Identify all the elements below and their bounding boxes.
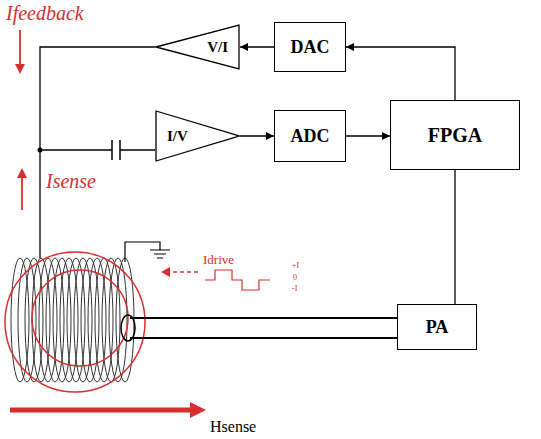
node-label: ADC	[291, 126, 330, 147]
node-label: V/I	[207, 39, 228, 56]
node-label: I/V	[167, 128, 188, 145]
drive-current-arrow	[170, 271, 198, 273]
toroid-core-outer	[5, 252, 145, 392]
sense-current-arrow	[21, 176, 23, 210]
node-label: DAC	[291, 37, 330, 58]
amplifier-symbol: I/V	[155, 110, 240, 162]
capacitor-symbol	[112, 140, 120, 160]
process-box: PA	[397, 304, 477, 350]
coil-winding	[11, 258, 134, 382]
signal-name: Hsense	[210, 418, 256, 436]
sense-current-arrowhead	[17, 168, 27, 178]
field-arrowhead	[190, 402, 206, 418]
junction-dot	[38, 148, 43, 153]
signal-arrow	[240, 135, 274, 136]
signal-arrow	[240, 46, 274, 47]
drive-loop	[121, 315, 135, 341]
level-label: -I	[292, 285, 297, 294]
signal-name: Idrive	[203, 253, 234, 267]
level-label: 0	[293, 274, 297, 283]
feedback-current-arrow	[19, 30, 21, 66]
sense-wire	[40, 149, 155, 150]
feedback-wire	[40, 47, 155, 258]
drive-wire	[130, 318, 397, 338]
signal-name: Ifeedback	[6, 2, 84, 24]
feedback-current-arrowhead	[15, 64, 25, 74]
toroid-core-inner	[32, 270, 128, 366]
drive-waveform	[205, 270, 270, 290]
amplifier-triangle	[156, 111, 239, 161]
field-arrow	[10, 408, 192, 413]
signal-arrow	[346, 47, 455, 100]
ground-symbol	[125, 242, 170, 262]
signal-arrow	[346, 135, 390, 136]
signal-name: Isense	[46, 170, 96, 192]
process-box: FPGA	[390, 100, 520, 170]
drive-current-arrowhead	[161, 267, 170, 277]
node-label: FPGA	[428, 124, 482, 147]
node-label: PA	[426, 317, 449, 338]
amplifier-triangle	[156, 25, 239, 69]
amplifier-symbol: V/I	[155, 24, 240, 70]
process-box: ADC	[274, 110, 346, 162]
level-label: +I	[292, 262, 299, 271]
process-box: DAC	[274, 22, 346, 72]
